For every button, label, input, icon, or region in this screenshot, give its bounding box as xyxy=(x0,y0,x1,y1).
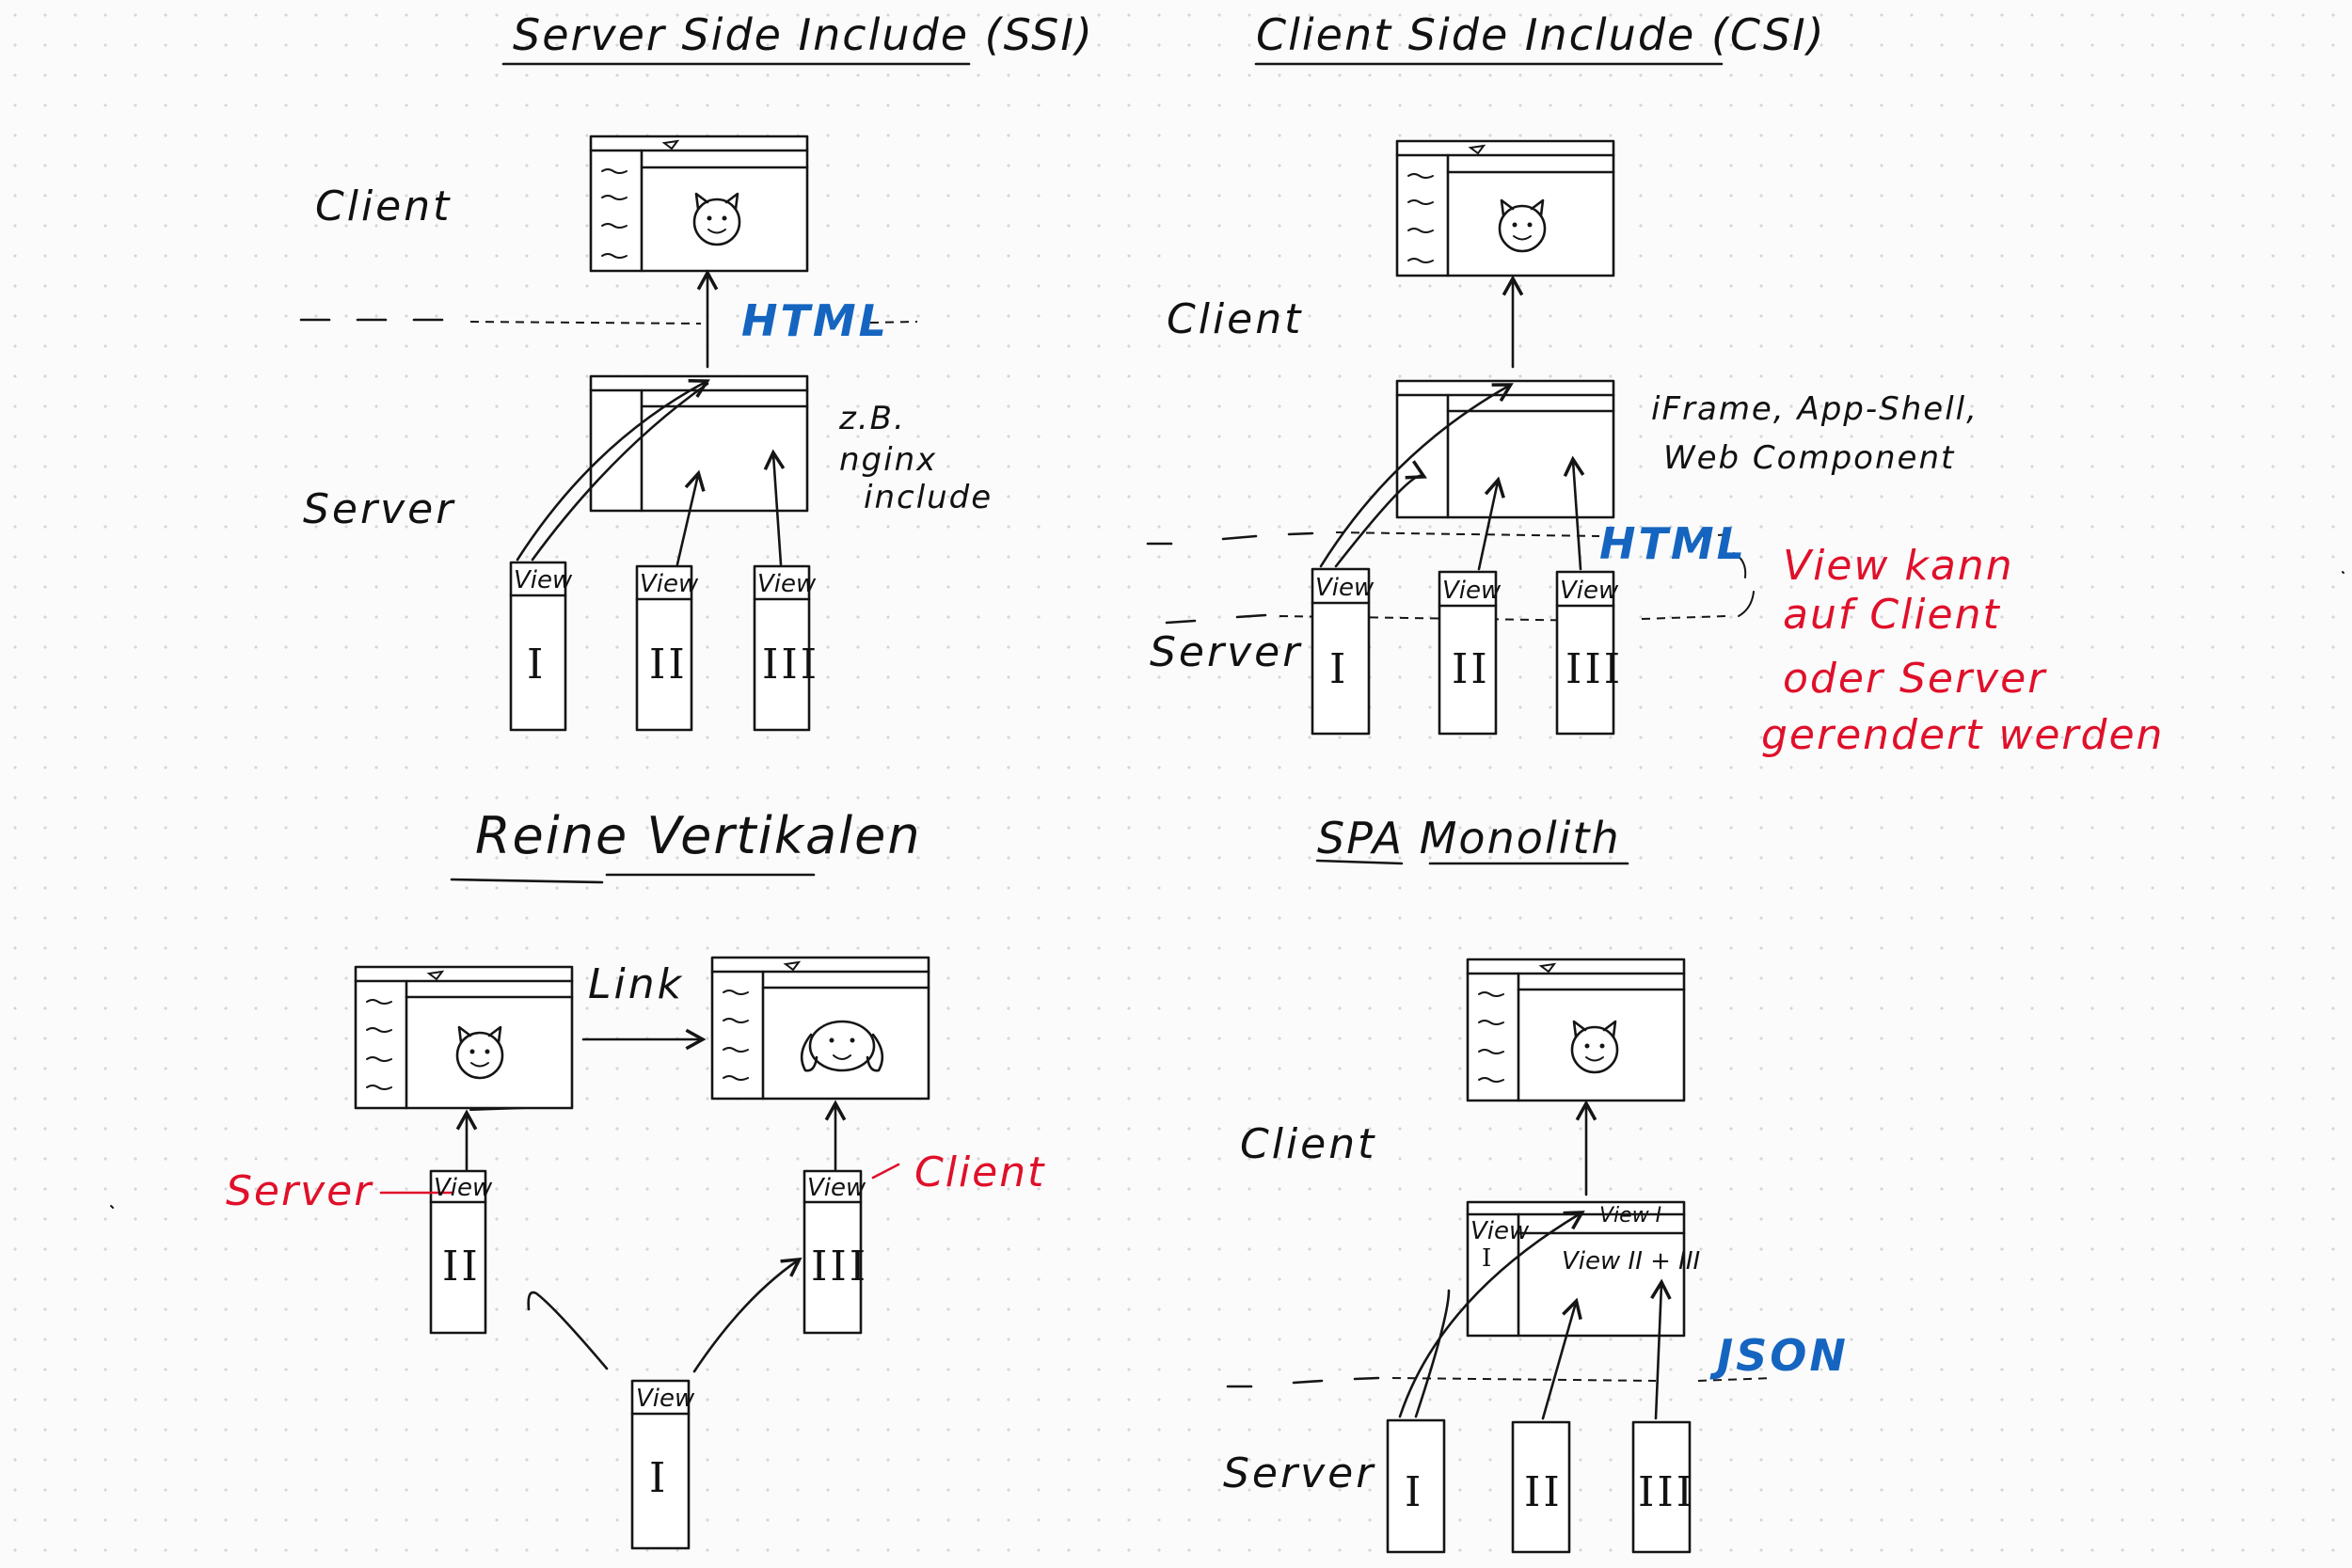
csi-arrow-view3 xyxy=(1563,455,1585,571)
ssi-html-label: HTML xyxy=(741,295,889,346)
verticals-view-right-label: View xyxy=(807,1174,866,1202)
spa-view-3-numeral: III xyxy=(1638,1468,1696,1516)
spa-title: SPA Monolith xyxy=(1317,813,1621,863)
verticals-client-label: Client xyxy=(914,1148,1046,1196)
ssi-client-label: Client xyxy=(315,182,453,230)
csi-arrow-view1-b xyxy=(1334,460,1427,568)
stray-dot xyxy=(110,1205,114,1209)
ssi-view-columns xyxy=(509,561,811,732)
verticals-title: Reine Vertikalen xyxy=(475,806,922,865)
verticals-client-pointer xyxy=(871,1163,900,1180)
verticals-view-right-numeral: III xyxy=(811,1243,869,1291)
csi-view-1-numeral: I xyxy=(1329,645,1349,693)
verticals-curve-left xyxy=(527,1291,609,1370)
csi-red-note-line3: oder Server xyxy=(1783,655,2047,703)
csi-arrow-view2 xyxy=(1477,476,1505,571)
ssi-view-2-numeral: II xyxy=(649,641,688,689)
verticals-view-bottom-label: View xyxy=(636,1385,695,1413)
ssi-note-line2: nginx xyxy=(839,441,938,479)
verticals-view-left-numeral: II xyxy=(442,1243,481,1291)
csi-boundary-upper xyxy=(1146,531,1314,546)
csi-view-columns xyxy=(1311,567,1615,736)
ssi-title: Server Side Include (SSI) xyxy=(513,9,1094,60)
csi-server-label: Server xyxy=(1150,628,1303,676)
csi-brace-upper xyxy=(1733,552,1747,578)
ssi-arrow-view1 xyxy=(516,378,710,562)
csi-title: Client Side Include (CSI) xyxy=(1256,9,1826,60)
spa-view-left-numeral: I xyxy=(1482,1244,1495,1273)
ssi-view-3-numeral: III xyxy=(762,641,820,689)
csi-view-2-numeral: II xyxy=(1452,645,1490,693)
csi-view-3-label: View xyxy=(1560,577,1619,605)
spa-json-label: JSON xyxy=(1717,1330,1849,1381)
spa-section xyxy=(1226,571,2344,1554)
csi-view-1-label: View xyxy=(1315,574,1375,602)
ssi-view-3-label: View xyxy=(757,570,817,598)
csi-html-label: HTML xyxy=(1599,518,1747,569)
spa-server-label: Server xyxy=(1223,1449,1376,1497)
csi-note-line2: Web Component xyxy=(1663,439,1956,477)
ssi-arrow-view2 xyxy=(675,469,706,566)
ssi-arrow-view1-b xyxy=(531,382,709,562)
dog-face-icon xyxy=(800,1020,884,1072)
spa-view-2-numeral: II xyxy=(1524,1468,1563,1516)
cat-face-icon xyxy=(455,1025,504,1080)
csi-view-2-label: View xyxy=(1442,577,1502,605)
csi-red-note-line4: gerendert werden xyxy=(1761,711,2165,759)
cat-face-icon xyxy=(1570,1020,1619,1074)
stray-dot xyxy=(2342,571,2344,574)
ssi-view-2-label: View xyxy=(640,570,699,598)
csi-arrow-view1 xyxy=(1319,383,1514,568)
spa-boundary-line xyxy=(1226,1376,1380,1388)
ssi-note-line1: z.B. xyxy=(839,400,906,437)
csi-red-note-line2: auf Client xyxy=(1783,591,2001,639)
spa-client-label: Client xyxy=(1240,1120,1377,1168)
verticals-browser-left xyxy=(354,965,574,1111)
spa-arrow-view1 xyxy=(1398,1211,1585,1418)
spa-browser-window xyxy=(1466,958,1686,1102)
csi-section xyxy=(1146,62,1755,736)
spa-view-i-label: View I xyxy=(1599,1204,1662,1227)
verticals-view-bottom-numeral: I xyxy=(649,1454,669,1502)
ssi-section xyxy=(299,62,971,732)
verticals-browser-right xyxy=(710,956,930,1101)
verticals-view-left-label: View xyxy=(434,1174,493,1202)
spa-title-underline xyxy=(1315,859,1629,865)
spa-arrow-view3 xyxy=(1650,1278,1672,1420)
ssi-server-label: Server xyxy=(303,485,456,533)
verticals-curve-right xyxy=(692,1257,803,1373)
spa-arrow-view2 xyxy=(1541,1297,1582,1420)
verticals-link-label: Link xyxy=(588,960,685,1008)
spa-view-ii-iii-label: View II + III xyxy=(1562,1247,1701,1275)
spa-view-1-numeral: I xyxy=(1405,1468,1424,1516)
csi-note-line1: iFrame, App-Shell, xyxy=(1651,390,1979,428)
spa-arrow-view1-b xyxy=(1414,1289,1451,1418)
csi-brace-lower xyxy=(1738,591,1755,617)
ssi-arrow-view3 xyxy=(763,449,786,566)
cat-face-icon xyxy=(692,192,741,246)
csi-client-label: Client xyxy=(1167,295,1304,343)
csi-browser-window xyxy=(1395,139,1615,277)
verticals-server-label: Server xyxy=(226,1167,373,1215)
verticals-title-underline xyxy=(450,873,816,884)
verticals-view-columns xyxy=(429,1169,863,1550)
ssi-view-1-numeral: I xyxy=(527,641,547,689)
csi-view-3-numeral: III xyxy=(1565,645,1624,693)
spa-view-columns xyxy=(1386,1418,1692,1554)
csi-red-note-line1: View kann xyxy=(1783,542,2014,590)
ssi-browser-window xyxy=(589,135,809,273)
ssi-note-line3: include xyxy=(864,479,993,516)
cat-face-icon xyxy=(1498,198,1547,253)
ssi-view-1-label: View xyxy=(514,566,573,594)
spa-view-left-label: View xyxy=(1470,1217,1530,1245)
verticals-section xyxy=(110,873,930,1550)
csi-boundary-lower xyxy=(1165,613,1267,625)
ssi-boundary-line-fine xyxy=(469,321,702,325)
csi-client-box xyxy=(1395,379,1615,519)
